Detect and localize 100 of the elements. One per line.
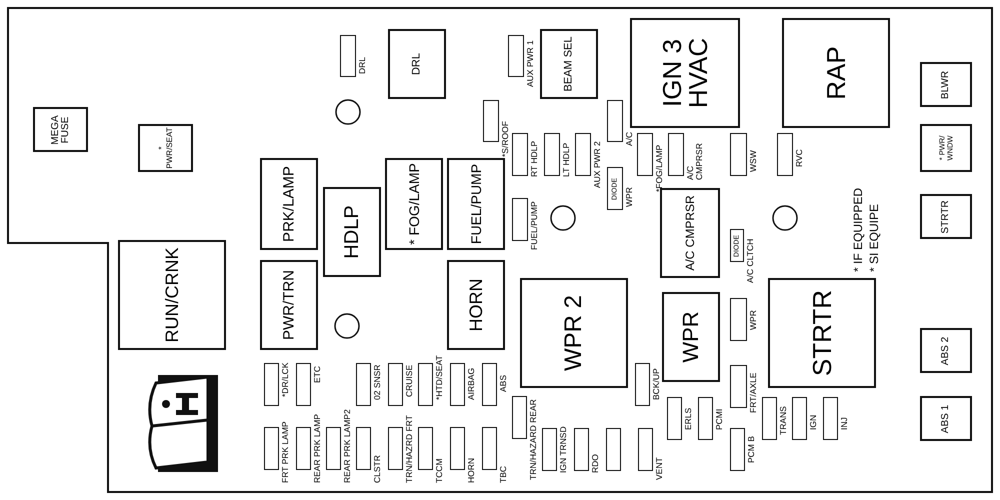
fuse-label: FUEL/PUMP	[530, 201, 538, 250]
fuse-label: RVC	[795, 149, 804, 167]
fuse-slot	[340, 35, 356, 77]
fuse-label: TRN/HAZRD FRT	[405, 415, 414, 483]
fuse-slot	[512, 133, 528, 176]
relay-label: IGN 3 HVAC	[659, 36, 711, 110]
relay-label: DRL	[412, 52, 422, 78]
relay-label: RUN/CRNK	[163, 246, 181, 345]
fuse-label: IGN TRNSD	[559, 426, 568, 473]
fuse-label: TCCM	[435, 458, 444, 483]
relay-label: WPR	[680, 310, 702, 365]
fuse-slot	[512, 198, 528, 241]
relay-box	[388, 29, 446, 99]
fuse-slot	[698, 397, 713, 440]
relay-label: PRK/LAMP	[282, 165, 296, 244]
relay-label: FUEL/PUMP	[469, 162, 483, 246]
relay-box	[920, 396, 972, 441]
fuse-label: A/C	[625, 132, 634, 146]
fuse-label: LT HDLP	[562, 142, 570, 177]
relay-label: * PWR/SEAT	[158, 126, 174, 170]
fuse-slot	[542, 428, 557, 471]
relay-label: PWR/TRN	[282, 269, 296, 342]
fuse-slot	[264, 363, 279, 406]
fuse-label: FRT/AXLE	[749, 372, 758, 413]
fuse-slot	[356, 363, 371, 406]
fuse-slot	[418, 427, 433, 470]
relay-box	[920, 62, 972, 107]
relay-label: RAP	[823, 45, 849, 102]
relay-box	[920, 124, 972, 172]
relay-box	[662, 292, 720, 382]
fuse-slot	[356, 427, 371, 470]
large-relay	[118, 240, 226, 350]
relay-label: HDLP	[342, 204, 362, 261]
fuse-slot	[296, 363, 311, 406]
fuse-label: BCK/UP	[652, 368, 660, 400]
fuse-slot	[326, 427, 341, 470]
diode-slot	[607, 167, 623, 210]
relay-label: STRTR	[941, 198, 951, 236]
fuse-label: *S/ROOF	[501, 121, 510, 157]
fuse-label: AIRBAG	[467, 368, 476, 400]
diode-slot	[730, 229, 744, 262]
fuse-label: INJ	[840, 417, 848, 430]
fuse-slot	[574, 428, 589, 471]
fuse-label: RDO	[591, 454, 600, 473]
fuse-label: WPR	[749, 310, 758, 330]
fuse-label: REAR PRK LAMP2	[343, 409, 352, 483]
fuse-label: *HTD/SEAT	[435, 355, 444, 400]
fuse-slot	[607, 100, 623, 142]
relay-label: HORN	[467, 278, 485, 334]
relay-label: MEGA FUSE	[50, 114, 70, 146]
relay-box	[323, 187, 381, 277]
fuse-label: *DR/LCK	[281, 362, 290, 397]
fuse-label: RT HDLP	[530, 140, 538, 177]
fuse-label: ABS	[499, 374, 508, 392]
relay-label: ABS 1	[941, 403, 951, 436]
fuse-label: A/C CMPRSR	[686, 142, 703, 180]
relay-label: ABS 2	[941, 335, 951, 368]
fuse-label: TRN/HAZARD REAR	[529, 399, 538, 480]
fuse-slot	[777, 133, 793, 176]
fuse-label: AUX PWR 2	[593, 141, 602, 188]
fuse-slot	[296, 427, 311, 470]
fuse-slot	[418, 363, 433, 406]
fuse-slot	[388, 427, 403, 470]
relay-label: WPR 2	[562, 294, 586, 374]
fuse-slot	[638, 428, 653, 471]
fuse-slot	[450, 427, 465, 470]
fuse-label: AUX PWR 1	[526, 40, 534, 87]
relay-box	[920, 328, 972, 373]
fuse-slot	[544, 133, 560, 176]
fuse-label: FRT PRK LAMP	[281, 421, 290, 483]
fuse-slot	[635, 363, 650, 406]
large-relay	[768, 278, 876, 388]
fuse-slot	[730, 133, 747, 176]
fuse-slot	[575, 133, 591, 176]
fuse-label: 02 SNSR	[373, 364, 382, 400]
relay-label: STRTR	[809, 288, 835, 378]
fuse-slot	[482, 363, 497, 406]
fuse-slot	[483, 100, 499, 142]
fuse-slot	[388, 363, 403, 406]
fuse-label: HORN	[467, 458, 476, 483]
fuse-label: IGN	[809, 414, 818, 430]
fuse-label: *FOG/LAMP	[655, 144, 664, 192]
relay-box	[447, 158, 505, 250]
fuse-slot	[637, 133, 653, 176]
fuse-label: CRUISE	[405, 364, 414, 397]
fuse-label: DRL	[358, 56, 366, 74]
relay-box	[385, 158, 443, 250]
large-relay	[520, 278, 628, 388]
fuse-slot	[762, 397, 777, 440]
relay-box	[138, 124, 193, 172]
fuse-label: WSW	[749, 150, 758, 172]
footnote: * SI EQUIPE	[868, 204, 880, 272]
fuse-slot	[823, 397, 838, 440]
fuse-slot	[450, 363, 465, 406]
relay-box	[660, 188, 720, 278]
relay-box	[920, 194, 972, 239]
fuse-slot	[792, 397, 807, 440]
footnote: * IF EQUIPPED	[852, 188, 864, 272]
fuse-label: TRANS	[779, 406, 788, 435]
fuse-label: ETC	[313, 366, 322, 383]
